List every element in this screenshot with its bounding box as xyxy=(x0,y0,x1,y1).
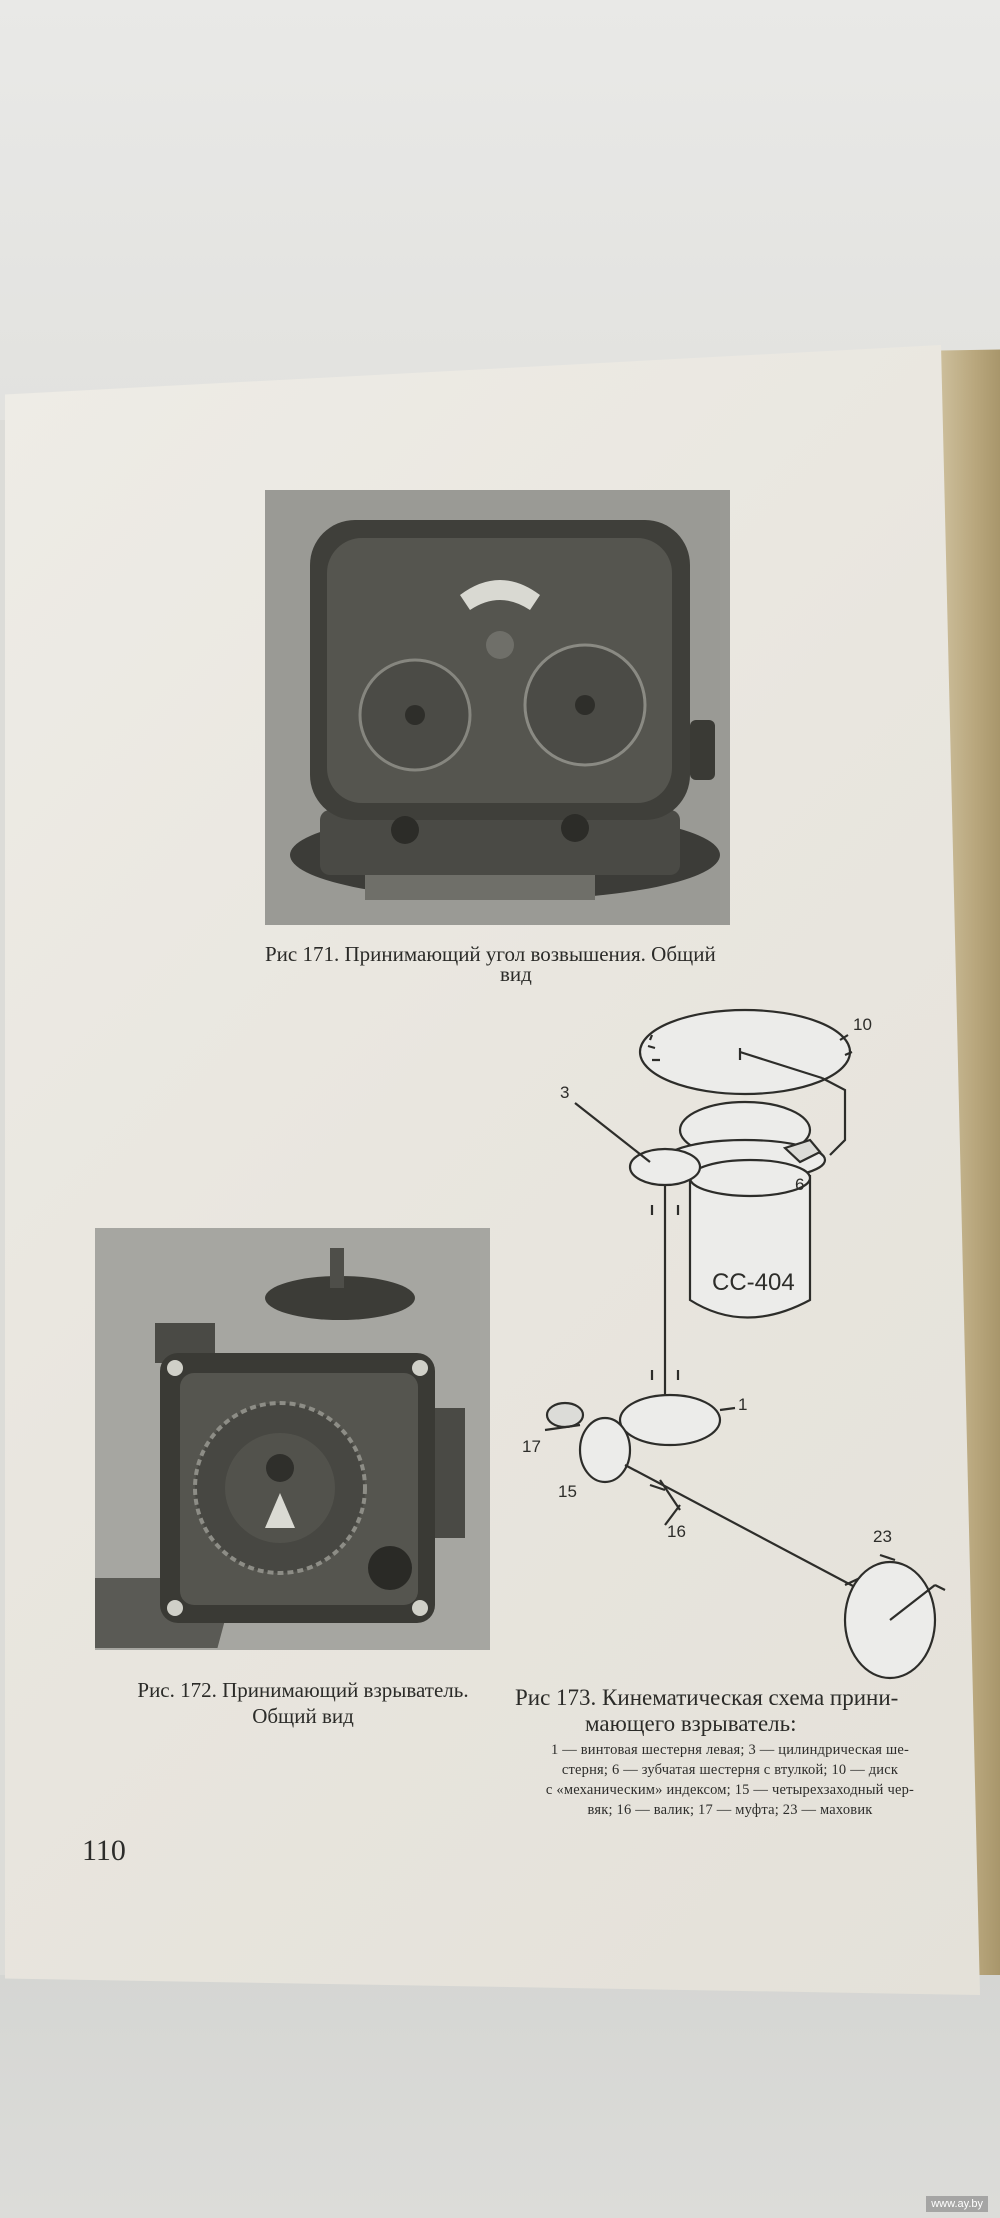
watermark: www.ay.by xyxy=(926,2196,988,2212)
page-number: 110 xyxy=(82,1834,126,1867)
label-1: 1 xyxy=(738,1395,747,1414)
label-6: 6 xyxy=(795,1175,804,1194)
label-23: 23 xyxy=(873,1527,892,1546)
figure-171-caption-line2: вид xyxy=(500,962,532,986)
figure-173-caption: Рис 173. Кинематическая схема прини- маю… xyxy=(515,1685,955,1737)
legend-line: вяк; 16 — валик; 17 — муфта; 23 — махови… xyxy=(587,1802,873,1818)
figure-173-caption-line2: мающего взрыватель: xyxy=(585,1711,797,1736)
figure-173-legend: 1 — винтовая шестерня левая; 3 — цилиндр… xyxy=(515,1740,945,1820)
label-16: 16 xyxy=(667,1522,686,1541)
figure-172-caption: Рис. 172. Принимающий взрыватель. Общий … xyxy=(118,1677,488,1729)
figure-173-caption-line1: Рис 173. Кинематическая схема прини- xyxy=(515,1685,899,1710)
device-label: СС-404 xyxy=(712,1269,795,1296)
table-surface-top xyxy=(0,0,1000,420)
legend-line: с «механическим» индексом; 15 — четырехз… xyxy=(545,1782,915,1798)
legend-line: 1 — винтовая шестерня левая; 3 — цилиндр… xyxy=(550,1742,910,1758)
figure-172-caption-line1: Рис. 172. Принимающий взрыватель. xyxy=(137,1678,469,1702)
label-10: 10 xyxy=(853,1015,872,1034)
figure-172-photo xyxy=(95,1228,490,1650)
label-15: 15 xyxy=(558,1482,577,1501)
elevation-receiver-illustration xyxy=(265,490,730,925)
label-17: 17 xyxy=(522,1437,541,1456)
table-surface-bottom xyxy=(0,1975,1000,2218)
figure-172-caption-line2: Общий вид xyxy=(252,1704,354,1728)
legend-line: стерня; 6 — зубчатая шестерня с втулкой;… xyxy=(561,1762,899,1778)
fuze-receiver-illustration xyxy=(95,1228,490,1650)
figure-171-photo xyxy=(265,490,730,925)
label-3: 3 xyxy=(560,1083,569,1102)
figure-171-caption: Рис 171. Принимающий угол возвышения. Об… xyxy=(265,942,716,966)
